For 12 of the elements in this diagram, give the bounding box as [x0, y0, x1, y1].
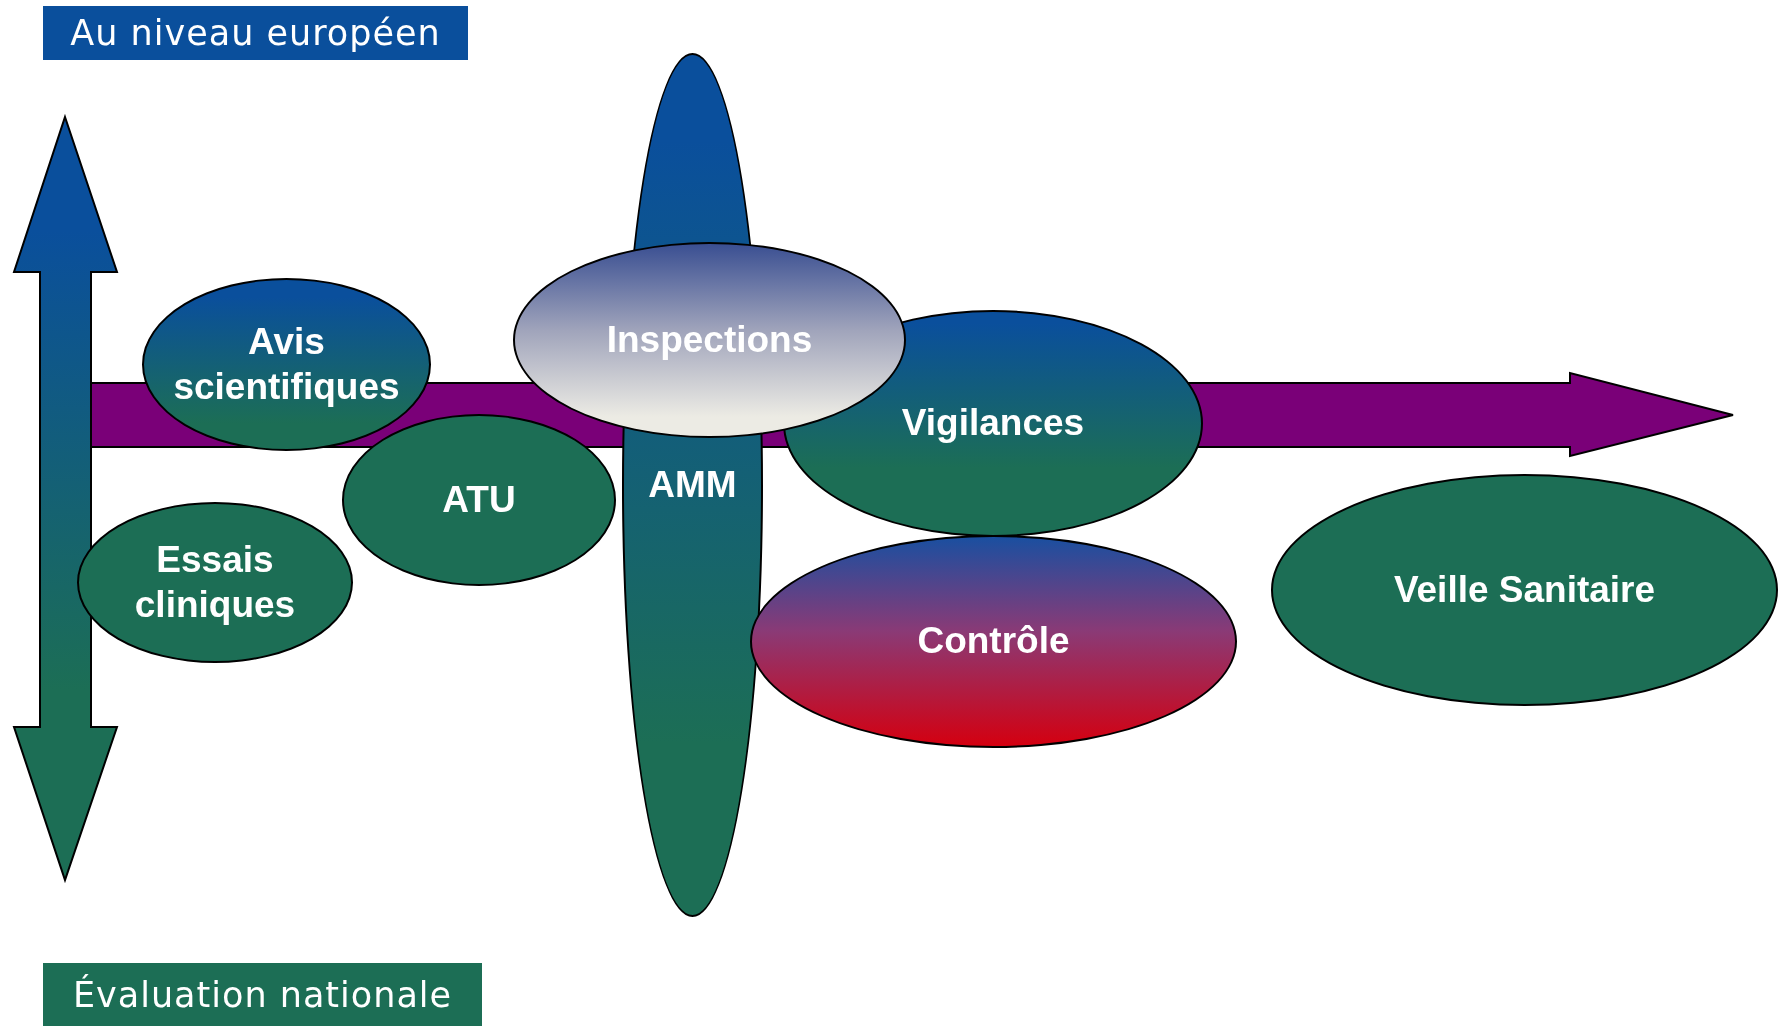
heading-text: Au niveau européen — [70, 13, 441, 53]
node-label: Contrôle — [917, 619, 1070, 664]
node-label: Veille Sanitaire — [1393, 567, 1656, 612]
heading-text: Évaluation nationale — [72, 974, 453, 1015]
node-label: ATU — [442, 477, 516, 522]
node-label: Vigilances — [901, 401, 1085, 446]
node-label: Inspections — [606, 317, 813, 362]
node-label: Avis scientifiques — [172, 320, 401, 409]
heading-band — [43, 963, 482, 1026]
node-label: Essais cliniques — [133, 538, 297, 627]
node-label: AMM — [648, 462, 737, 507]
heading-band — [43, 6, 468, 60]
